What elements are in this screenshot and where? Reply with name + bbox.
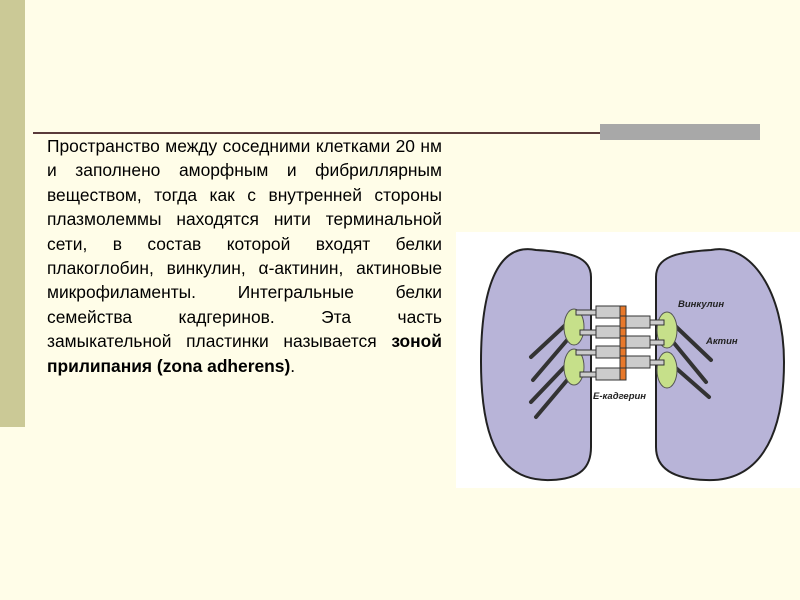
body-text-end: .	[290, 355, 296, 376]
left-cadherins	[575, 305, 627, 381]
adherens-junction-diagram: Винкулин Актин Е-кадгерин	[456, 232, 800, 488]
right-cadherins	[619, 315, 665, 369]
right-cell	[655, 248, 786, 482]
left-plaque-1	[563, 308, 585, 346]
label-e-cadherin: Е-кадгерин	[593, 391, 646, 402]
diagram-svg: Винкулин Актин Е-кадгерин	[479, 248, 786, 482]
decorative-gray-block	[600, 124, 760, 140]
left-cell	[479, 248, 592, 482]
bold-term: зоной прилипания (zona adherens)	[47, 331, 442, 376]
decorative-side-band	[0, 0, 25, 427]
label-actin: Актин	[705, 336, 738, 347]
right-plaque-2	[656, 351, 678, 389]
body-text: Пространство между соседними клетками 20…	[47, 136, 442, 352]
slide-body-text: Пространство между соседними клетками 20…	[47, 134, 442, 378]
left-plaque-2	[563, 348, 585, 386]
label-vinculin: Винкулин	[678, 299, 724, 310]
title-divider-line	[33, 132, 760, 134]
